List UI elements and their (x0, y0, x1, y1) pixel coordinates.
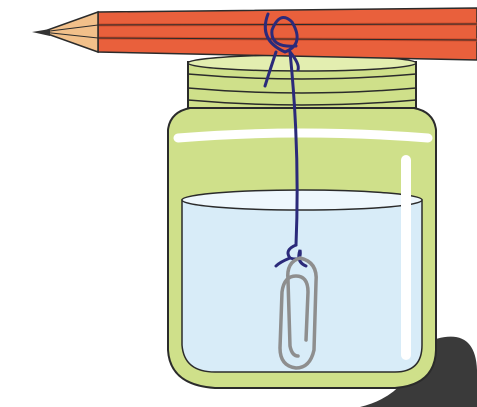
paperclip-icon (278, 256, 318, 370)
water-icon (181, 155, 423, 373)
pencil-icon (32, 7, 477, 61)
